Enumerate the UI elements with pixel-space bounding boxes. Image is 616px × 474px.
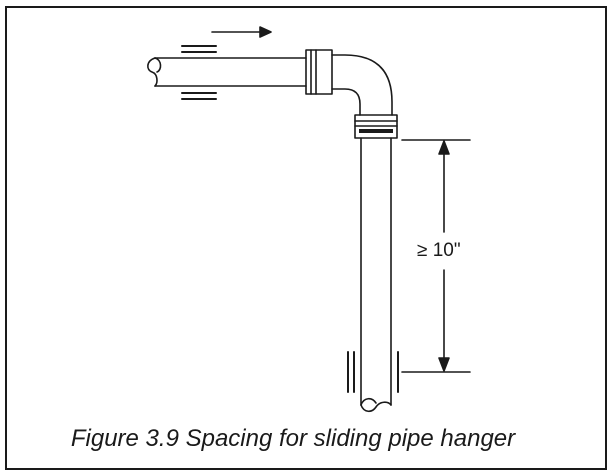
arrow-right-icon bbox=[211, 26, 272, 38]
dimension-label: ≥ 10" bbox=[417, 240, 461, 261]
horizontal-hanger-guides bbox=[181, 45, 217, 100]
elbow-fitting bbox=[305, 49, 398, 139]
vertical-hanger-guides bbox=[347, 351, 399, 393]
vertical-pipe bbox=[360, 137, 392, 413]
figure-caption: Figure 3.9 Spacing for sliding pipe hang… bbox=[70, 425, 516, 452]
horizontal-pipe bbox=[147, 57, 307, 87]
dimension-marker bbox=[401, 139, 471, 373]
